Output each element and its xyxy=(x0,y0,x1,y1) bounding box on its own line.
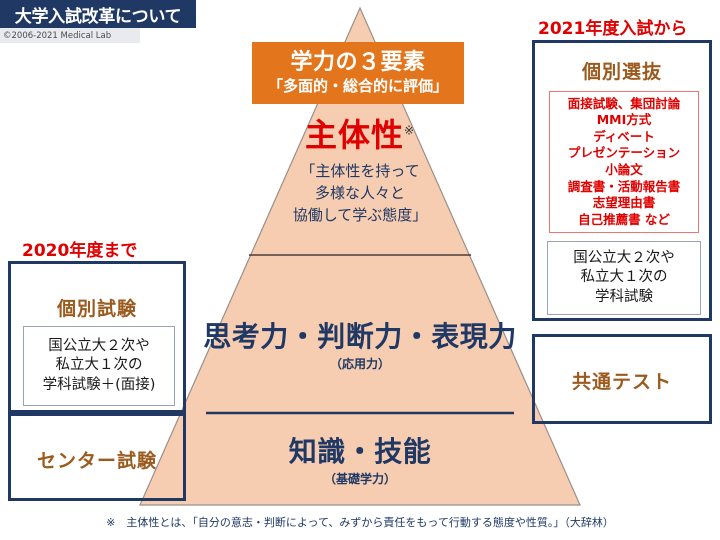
slide-title-bar: 大学入試改革について xyxy=(0,0,196,28)
panel-individual-exam: 個別試験 国公立大２次や 私立大１次の 学科試験＋(面接) xyxy=(8,261,186,413)
panel-individual-selection: 個別選抜 面接試験、集団討論 MMI方式 ディベート プレゼンテーション 小論文… xyxy=(532,40,712,321)
individual-exam-detail-line: 私立大１次の xyxy=(55,357,143,374)
panel-individual-selection-title: 個別選抜 xyxy=(581,61,662,83)
tier-top-subtext: 「主体性を持って 多様な人々と 協働して学ぶ態度」 xyxy=(215,161,505,226)
tier-top-subtext-line: 「主体性を持って xyxy=(300,162,420,181)
tier-bottom-heading: 知識・技能 xyxy=(288,435,432,468)
three-elements-banner: 学力の３要素 「多面的・総合的に評価」 xyxy=(252,42,464,104)
banner-headline: 学力の３要素 xyxy=(290,49,426,75)
pyramid-tier-top: 主体性※ 「主体性を持って 多様な人々と 協働して学ぶ態度」 xyxy=(215,116,505,226)
selection-method-line: 志望理由書 xyxy=(592,195,656,211)
left-era-label: 2020年度まで xyxy=(22,241,138,261)
tier-top-heading-text: 主体性 xyxy=(304,116,404,154)
footnote-marker: ※ xyxy=(403,123,416,138)
individual-exam-detail-box: 国公立大２次や 私立大１次の 学科試験＋(面接) xyxy=(23,326,175,406)
panel-center-exam: センター試験 xyxy=(8,413,186,501)
selection-method-line: 自己推薦書 など xyxy=(578,211,670,227)
academic-exam-detail-box: 国公立大２次や 私立大１次の 学科試験 xyxy=(547,241,701,315)
individual-exam-detail-line: 国公立大２次や xyxy=(48,337,150,354)
individual-exam-detail-line: 学科試験＋(面接) xyxy=(42,376,156,393)
panel-common-test: 共通テスト xyxy=(532,334,712,424)
selection-method-line: ディベート xyxy=(593,128,655,144)
panel-center-exam-title: センター試験 xyxy=(36,450,157,472)
selection-method-line: 小論文 xyxy=(605,162,643,177)
academic-exam-detail-line: 私立大１次の xyxy=(580,269,668,286)
banner-subline: 「多面的・総合的に評価」 xyxy=(267,77,448,96)
selection-method-line: MMI方式 xyxy=(596,112,652,128)
academic-exam-detail-line: 学科試験 xyxy=(595,288,653,305)
panel-common-test-title: 共通テスト xyxy=(571,371,672,393)
right-era-label: 2021年度入試から xyxy=(538,19,688,39)
pyramid-body xyxy=(139,6,581,506)
copyright-notice: ©2006-2021 Medical Lab xyxy=(0,28,140,43)
pyramid-tier-middle: 思考力・判断力・表現力 （応用力） xyxy=(140,322,580,372)
selection-method-line: 面接試験、集団討論 xyxy=(567,95,681,111)
pyramid-tier-bottom: 知識・技能 （基礎学力） xyxy=(170,437,550,487)
page-title: 大学入試改革について xyxy=(14,6,182,27)
tier-top-subtext-line: 協働して学ぶ態度」 xyxy=(292,205,428,224)
footnote-text: ※ 主体性とは、「自分の意志・判断によって、みずから責任をもって行動する態度や性… xyxy=(106,516,614,529)
academic-exam-detail-line: 国公立大２次や xyxy=(573,249,675,266)
tier-top-subtext-line: 多様な人々と xyxy=(314,183,405,202)
tier-top-heading: 主体性※ xyxy=(215,116,505,154)
panel-individual-exam-title: 個別試験 xyxy=(56,298,137,320)
tier-bottom-subtext: （基礎学力） xyxy=(323,472,396,487)
selection-methods-box: 面接試験、集団討論 MMI方式 ディベート プレゼンテーション 小論文 調査書・… xyxy=(549,91,699,233)
tier-middle-subtext: （応用力） xyxy=(329,357,390,372)
selection-method-line: 調査書・活動報告書 xyxy=(567,178,681,194)
tier-middle-heading: 思考力・判断力・表現力 xyxy=(203,320,517,353)
selection-method-line: プレゼンテーション xyxy=(567,145,681,161)
